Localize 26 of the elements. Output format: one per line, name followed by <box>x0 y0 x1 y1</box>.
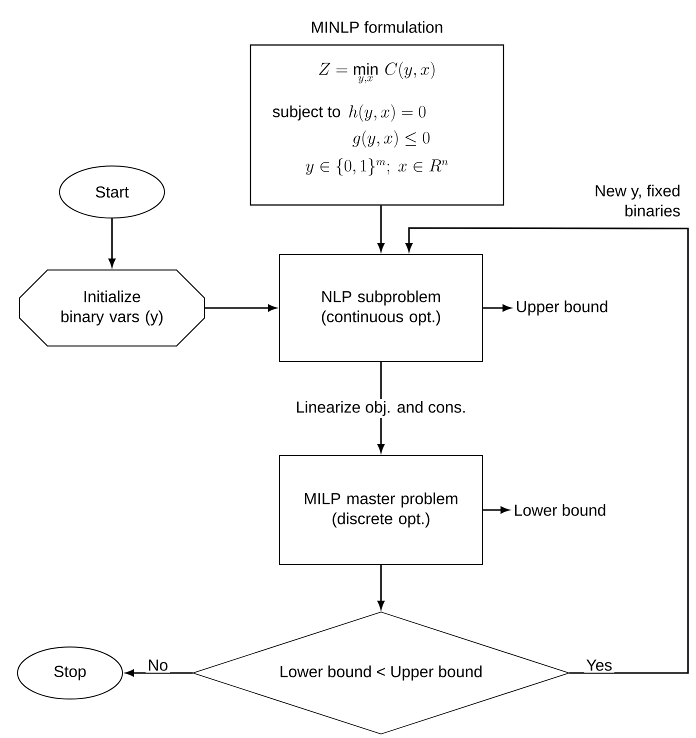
arrow <box>126 670 193 676</box>
constraint-formula: $g(y,x) \le 0$ <box>352 130 430 148</box>
arrow <box>378 565 384 610</box>
edge-label: No <box>146 658 170 673</box>
arrow <box>483 304 511 312</box>
initialize-box: Initialize binary vars (y) <box>19 270 205 346</box>
output-text: Upper bound <box>517 300 608 316</box>
constraint-formula: $h(y,x) = 0$ <box>349 104 426 122</box>
process-box: NLP subproblem (continuous opt.) <box>279 254 483 362</box>
arrow <box>205 304 276 312</box>
terminal-oval: Start <box>59 166 165 218</box>
edge-label: Linearize obj. and cons. <box>294 399 468 418</box>
arrow <box>406 227 689 674</box>
arrow <box>378 206 384 252</box>
heading-text: MINLP formulation <box>312 21 442 33</box>
subject-to-text: subject to <box>272 106 340 120</box>
arrow <box>108 218 116 267</box>
objective-formula: $Z = \min\limits_{y,x}\, C(y,x)$ <box>318 62 434 84</box>
note-text: New y, fixed binaries <box>596 184 680 216</box>
process-box: MILP master problem (discrete opt.) <box>279 455 483 565</box>
arrow <box>483 506 509 514</box>
formulation-box <box>250 21 504 206</box>
terminal-oval: Stop <box>17 646 123 700</box>
output-text: Lower bound <box>515 504 606 516</box>
domain-formula: $y \in \{0,1\}^m ;\ x \in R^n$ <box>306 158 448 176</box>
edge-label: Yes <box>584 658 614 673</box>
